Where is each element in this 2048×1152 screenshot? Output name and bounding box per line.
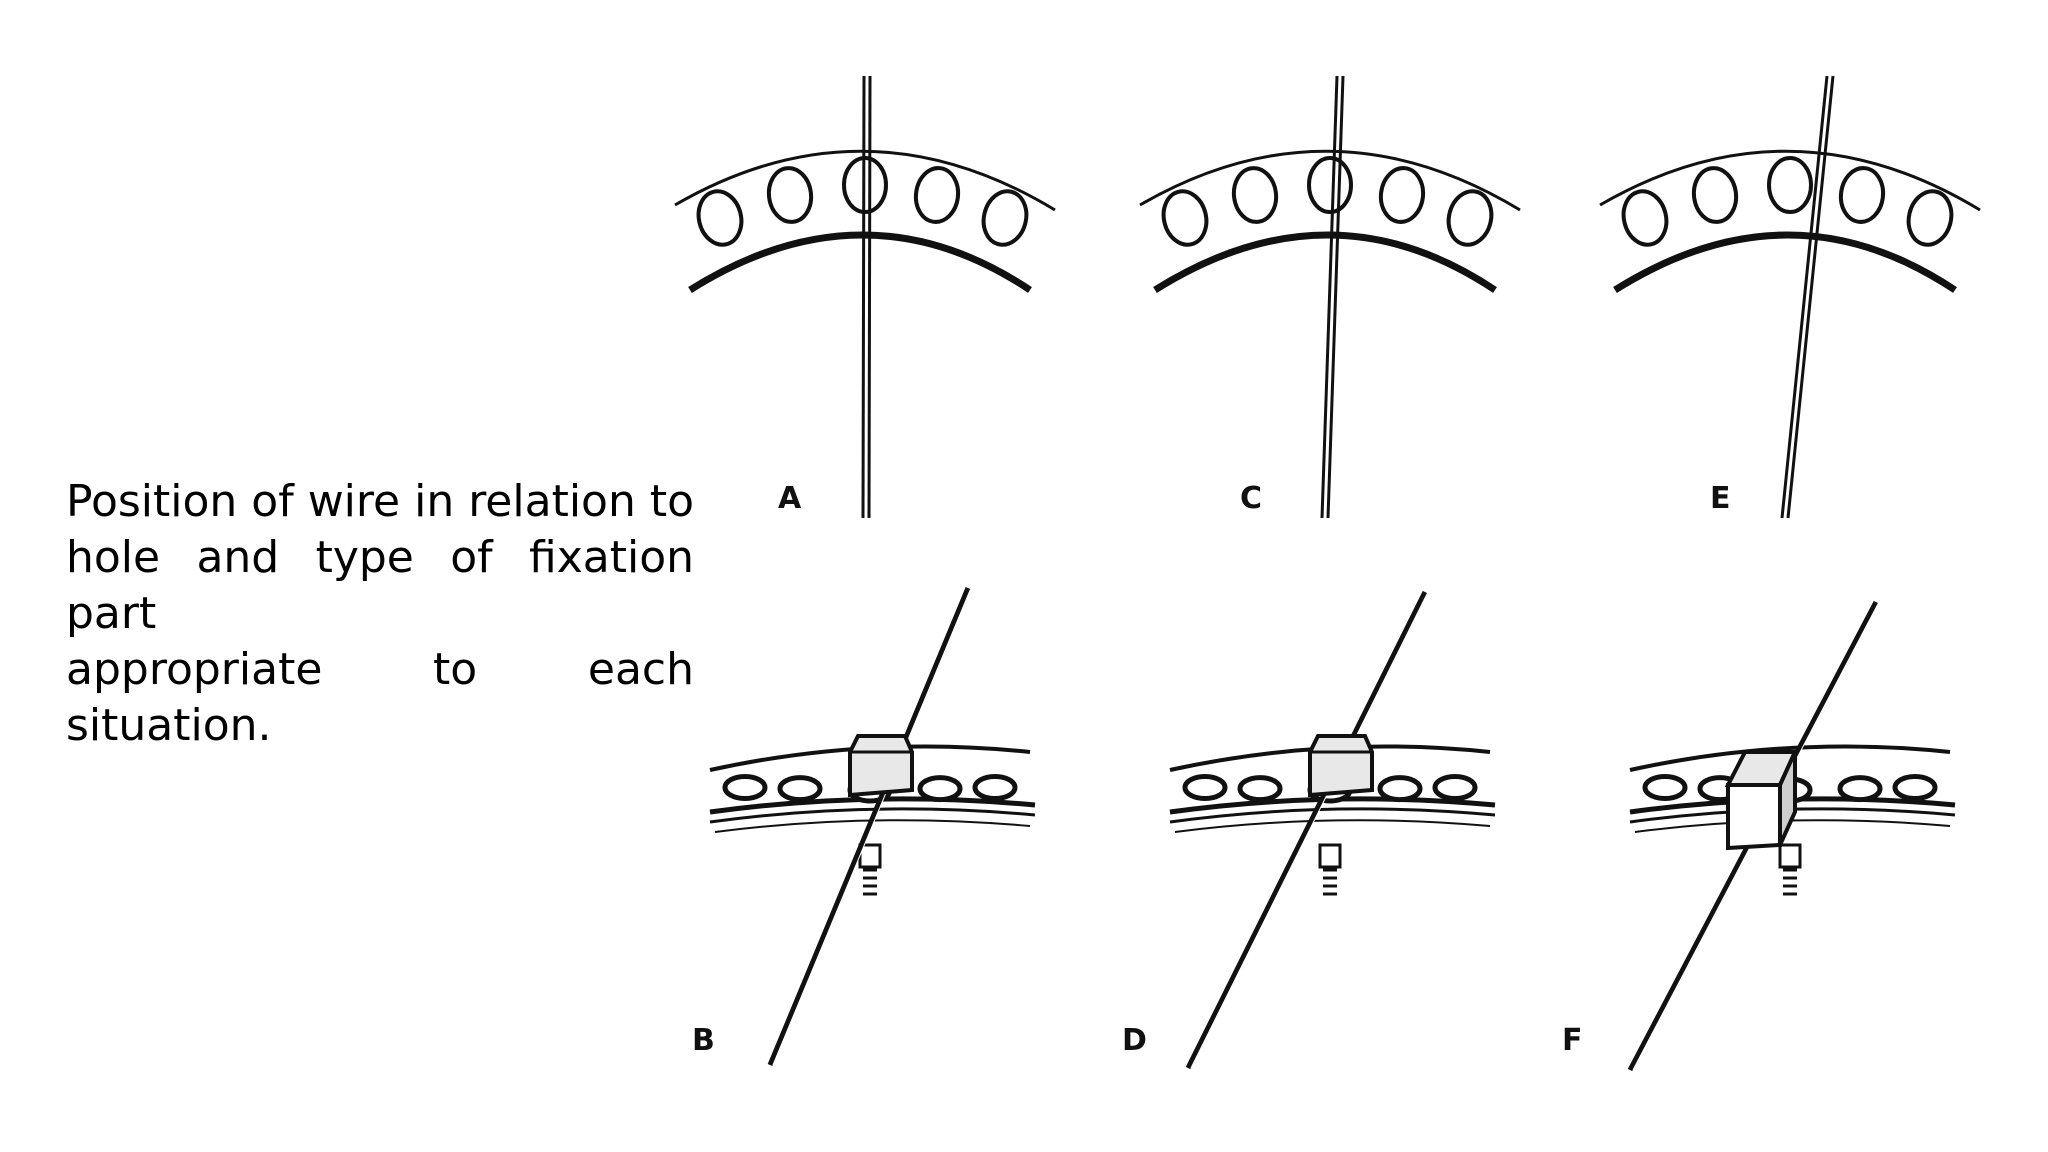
top-panel-c: C [1139,75,1521,519]
ring-hole [917,775,963,803]
fixation-block [848,734,914,798]
panel-label-c: C [1240,481,1262,516]
perspective-panel-f: F [1562,600,1956,1072]
ring-hole [1377,775,1423,803]
panel-label-f: F [1562,1023,1583,1058]
ring-inner-edge [688,231,1032,293]
ring-hole [1906,189,1954,247]
ring-hole [1446,189,1494,247]
caption-line-3: appropriate to each situation. [66,644,694,751]
ring-hole [1892,774,1938,801]
wire [1185,590,1428,1070]
ring-top-edge [1629,744,1951,772]
panel-label-e: E [1710,481,1731,516]
fixation-post-side [1778,751,1797,846]
panel-label-d: D [1122,1023,1147,1058]
ring-bottom-edge [1174,819,1491,833]
ring-hole [1237,775,1283,803]
bolt-nut [1778,843,1802,869]
wire-edge [1326,75,1345,519]
ring-hole [1691,166,1739,224]
ring-hole [1182,774,1228,801]
ring-inner-edge [1153,231,1497,293]
ring-inner-edge [1613,231,1957,293]
ring-bottom-edge [709,807,1036,824]
wire [1780,75,1829,519]
bolt-thread [1783,868,1797,896]
perspective-panel-b: B [692,587,1036,1066]
ring-hole [981,189,1029,247]
ring-hole [696,189,744,247]
ring-hole [1231,166,1279,224]
wire-edge [1786,75,1835,519]
caption-line-2: hole and type of fixation part [66,532,694,639]
perspective-panel-d: D [1122,590,1496,1070]
ring-hole [1432,774,1478,801]
ring-hole [1642,774,1688,801]
ring-hole [972,774,1018,801]
ring-outer-edge [1599,149,1981,212]
wire-edge [867,75,872,519]
ring-bottom-edge [1169,807,1496,824]
panel-label-b: B [692,1023,715,1058]
top-panel-a: A [674,75,1056,519]
ring-hole [1838,166,1886,224]
ring-hole [1378,166,1426,224]
top-panel-e: E [1599,75,1981,519]
panel-label-a: A [778,481,802,516]
ring-hole [1767,156,1813,214]
ring-hole [722,774,768,801]
bolt-thread [863,868,877,896]
ring-outer-edge [1139,149,1521,212]
wire-highlight [1190,591,1429,1069]
figure-caption: Position of wire in relation to hole and… [66,474,694,754]
wire-highlight [772,587,972,1066]
ring-hole [1307,156,1353,214]
bolt-thread [1323,868,1337,896]
bolt-nut [1318,843,1342,869]
ring-hole [777,775,823,803]
ring-hole [1161,189,1209,247]
fixation-post-front [1726,783,1782,851]
caption-line-1: Position of wire in relation to [66,476,695,527]
wire [1320,75,1339,519]
ring-hole [1621,189,1669,247]
ring-hole [766,166,814,224]
ring-hole [1837,775,1883,803]
fixation-block [1308,734,1374,798]
wire [767,587,971,1066]
ring-hole [913,166,961,224]
wire [861,75,866,519]
